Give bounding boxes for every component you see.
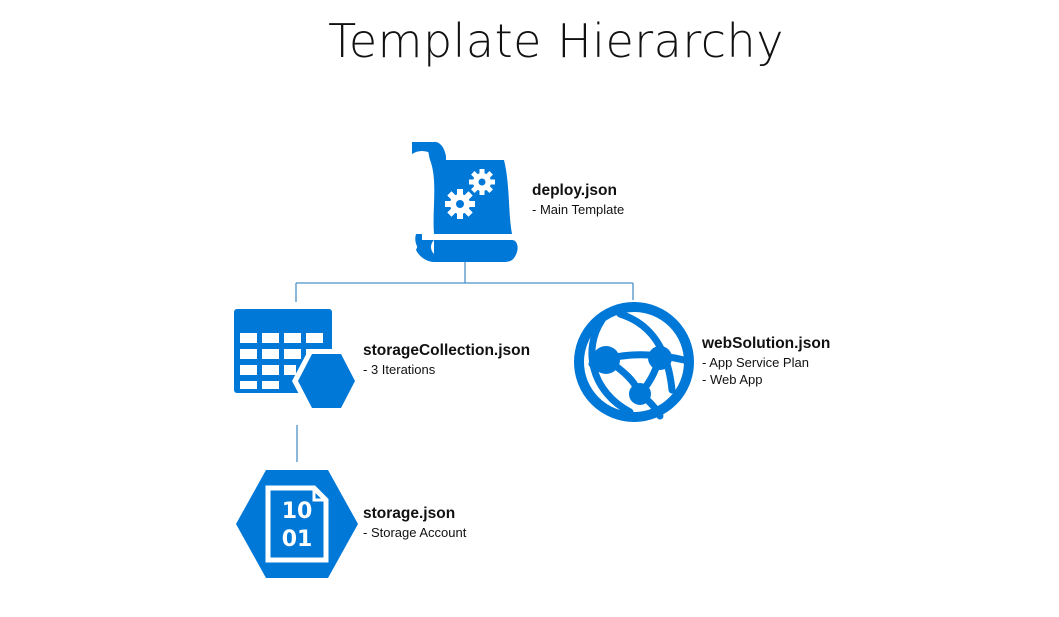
node-web-solution-name: webSolution.json: [702, 335, 831, 352]
node-storage-collection: storageCollection.json - 3 Iterations: [363, 341, 530, 378]
node-deploy: deploy.json - Main Template: [532, 181, 624, 218]
node-web-solution: webSolution.json - App Service Plan - We…: [702, 334, 830, 388]
node-storage-name: storage.json: [363, 505, 456, 522]
table-hexagon-icon: [234, 309, 360, 413]
node-storage-detail: - Storage Account: [363, 525, 467, 540]
node-deploy-name: deploy.json: [532, 182, 617, 199]
svg-text:01: 01: [282, 527, 313, 552]
template-scroll-gears-icon: [412, 141, 518, 262]
node-storage: storage.json - Storage Account: [363, 504, 466, 541]
storage-binary-icon: 10 01: [236, 470, 358, 578]
node-deploy-detail: - Main Template: [532, 202, 625, 217]
globe-network-icon: [574, 302, 694, 422]
page-title: Template Hierarchy: [328, 14, 784, 68]
svg-text:10: 10: [282, 499, 313, 524]
node-storage-collection-name: storageCollection.json: [363, 342, 531, 359]
node-storage-collection-detail: - 3 Iterations: [363, 362, 436, 377]
node-web-solution-detail: - App Service Plan: [702, 355, 809, 370]
node-web-solution-detail: - Web App: [702, 372, 763, 387]
